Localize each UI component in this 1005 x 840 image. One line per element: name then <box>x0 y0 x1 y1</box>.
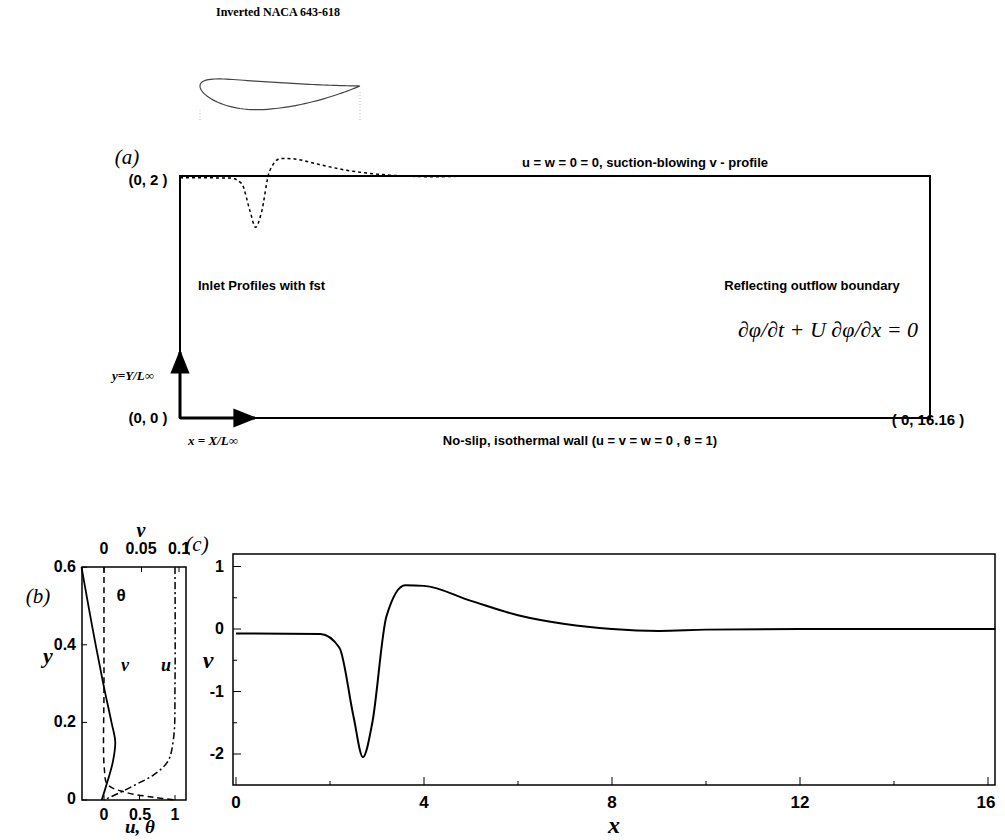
computational-domain <box>180 176 930 418</box>
boundary-note: Reflecting outflow boundary <box>724 279 900 293</box>
caption-title: Inverted NACA 643-618 <box>216 6 340 19</box>
axis-title: x <box>608 812 620 838</box>
tick-label: 0 <box>67 790 76 808</box>
v-distribution-curve <box>236 585 996 757</box>
axis-title: v <box>137 519 146 541</box>
axis-title: v <box>203 647 214 673</box>
guide-line <box>360 92 361 122</box>
tick-label: 0 <box>215 620 224 638</box>
corner-coordinate: ( 0, 16.16 ) <box>892 412 965 429</box>
tick-marks <box>82 567 179 800</box>
airfoil-outline <box>200 79 360 110</box>
axis-title: y=Y/L∞ <box>112 369 154 383</box>
tick-label: -1 <box>210 683 224 701</box>
curve-label: θ <box>115 587 126 606</box>
tick-label: 1 <box>171 806 180 824</box>
tick-label: 0 <box>231 794 240 813</box>
axis-arrow <box>179 352 182 418</box>
plot-frame <box>82 567 186 800</box>
axis-title: y <box>43 644 53 668</box>
tick-label: 0.4 <box>54 636 76 654</box>
plot-frame <box>233 554 995 785</box>
tick-label: 8 <box>607 794 616 813</box>
tick-label: 0 <box>100 540 109 558</box>
axis-title: x = X/L∞ <box>188 434 238 448</box>
v-curve <box>82 567 116 800</box>
curve-label: u <box>160 656 172 676</box>
axis-arrow <box>180 417 255 420</box>
tick-label: 0.6 <box>54 558 76 576</box>
corner-coordinate: (0, 0 ) <box>128 410 167 427</box>
tick-label: 0.2 <box>54 713 76 731</box>
boundary-note: Inlet Profiles with fst <box>198 279 325 293</box>
tick-label: 0 <box>100 806 109 824</box>
suction-blowing-profile <box>180 159 460 228</box>
curve-label: v <box>120 656 130 676</box>
axis-title: u, θ <box>125 817 155 838</box>
tick-label: 12 <box>791 794 810 813</box>
u-curve <box>104 567 175 800</box>
tick-label: 0.05 <box>125 540 156 558</box>
boundary-note: No-slip, isothermal wall (u = v = w = 0 … <box>443 434 717 448</box>
equation: ∂φ/∂t + U ∂φ/∂x = 0 <box>738 318 918 342</box>
panel-letter: (c) <box>185 533 208 556</box>
tick-label: 16 <box>977 794 996 813</box>
boundary-note: u = w = 0 = 0, suction-blowing v - profi… <box>522 156 768 170</box>
guide-line <box>200 110 201 122</box>
tick-label: 4 <box>419 794 428 813</box>
panel-letter: (a) <box>115 146 140 169</box>
panel-letter: (b) <box>26 585 51 608</box>
tick-label: 1 <box>215 558 224 576</box>
theta-curve <box>103 567 175 800</box>
tick-label: -2 <box>210 745 224 763</box>
corner-coordinate: (0, 2 ) <box>128 172 167 189</box>
